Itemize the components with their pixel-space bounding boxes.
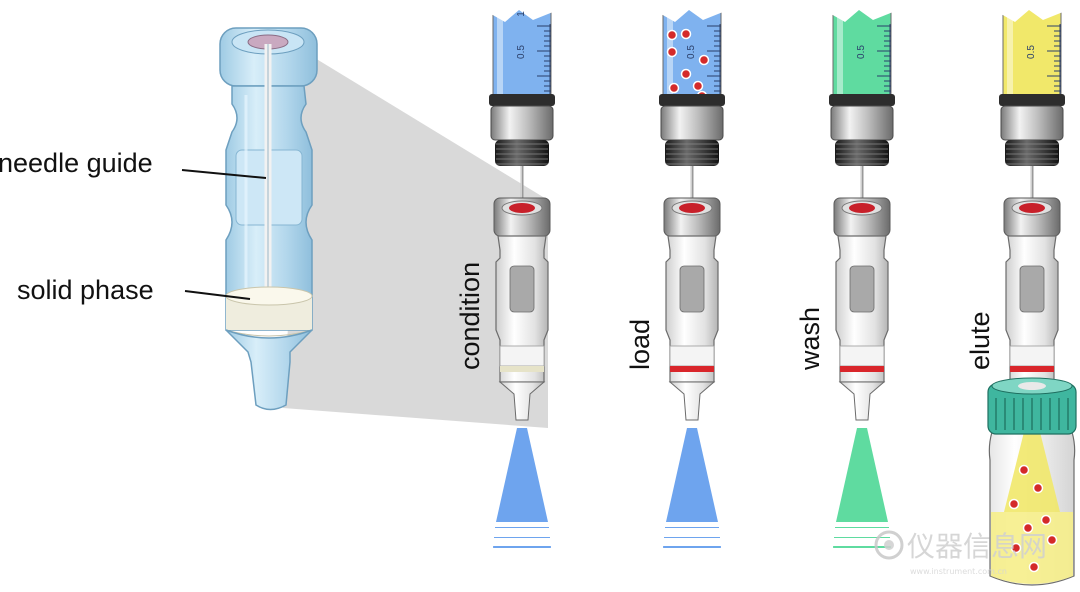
step-load: 0.5 load — [625, 0, 725, 548]
callout-solid-phase: solid phase — [17, 275, 251, 305]
step-elute: 0.5 elute — [965, 0, 1077, 586]
cartridge-window — [679, 265, 705, 313]
analyte-dot — [1046, 534, 1058, 546]
eluent-spray — [1004, 420, 1060, 512]
syringe-hub — [490, 105, 554, 141]
analyte-dot — [666, 29, 678, 41]
callout-needle-guide: needle guide — [0, 148, 267, 179]
syringe-tick-label: 0.5 — [856, 45, 867, 59]
zoom-wedge — [283, 52, 548, 428]
solid-phase-band — [670, 366, 714, 372]
analyte-dot — [680, 68, 692, 80]
analyte-dot — [1022, 522, 1034, 534]
septum-icon — [509, 203, 535, 213]
syringe-knurl — [665, 140, 719, 166]
step-label: elute — [965, 311, 995, 370]
cartridge-window — [509, 265, 535, 313]
magnified-cartridge — [219, 27, 548, 428]
eluent-spray — [836, 428, 888, 522]
syringe-ring — [659, 94, 725, 106]
spray-band — [664, 537, 720, 538]
syringe-tick-label: 0.5 — [516, 45, 527, 59]
syringe-hub — [1000, 105, 1064, 141]
spray-band — [834, 537, 890, 538]
solid-phase-label: solid phase — [17, 275, 154, 305]
syringe-knurl — [1005, 140, 1059, 166]
watermark-text: 仪器信息网 — [907, 530, 1047, 563]
spray-band — [493, 546, 551, 548]
spray-band — [833, 546, 891, 548]
syringe-liquid — [1002, 7, 1062, 105]
spray-band — [663, 546, 721, 548]
septum-icon — [679, 203, 705, 213]
step-label: wash — [795, 307, 825, 371]
cartridge-tip — [498, 381, 546, 421]
solid-phase-band — [500, 366, 544, 372]
septum-icon — [1019, 203, 1045, 213]
syringe-tick-label: 1 — [516, 11, 527, 17]
analyte-dot — [680, 28, 692, 40]
analyte-dot — [1028, 561, 1040, 573]
syringe-hub — [830, 105, 894, 141]
vial-liquid — [991, 512, 1073, 584]
step-columns: 1 0.5 condition 0.5 load 0.5 wash 0.5 elute — [455, 0, 1077, 586]
syringe-tick-label: 0.5 — [686, 45, 697, 59]
syringe-knurl — [835, 140, 889, 166]
watermark-url: www.instrument.com.cn — [910, 567, 1007, 576]
analyte-dot — [668, 82, 680, 94]
syringe-hub — [660, 105, 724, 141]
syringe-ring — [489, 94, 555, 106]
watermark-logo-icon — [874, 530, 904, 560]
solid-phase-disk — [225, 286, 313, 337]
analyte-dot — [1040, 514, 1052, 526]
analyte-dot — [1018, 464, 1030, 476]
spray-band — [835, 527, 889, 528]
analyte-dot — [666, 46, 678, 58]
analyte-dot — [1008, 498, 1020, 510]
analyte-dot — [1010, 542, 1022, 554]
watermark: 仪器信息网 www.instrument.com.cn — [874, 530, 1047, 576]
syringe-knurl — [495, 140, 549, 166]
septum-icon — [849, 203, 875, 213]
cartridge-window — [1019, 265, 1045, 313]
step-label: condition — [455, 262, 485, 370]
spray-band — [495, 527, 549, 528]
solid-phase-band — [840, 366, 884, 372]
cartridge-window — [849, 265, 875, 313]
step-label: load — [625, 319, 655, 370]
analyte-dot — [1032, 482, 1044, 494]
solid-phase-band — [1010, 366, 1054, 372]
needle-guide-label: needle guide — [0, 148, 153, 178]
eluent-spray — [496, 428, 548, 522]
cartridge-tip — [838, 381, 886, 421]
step-wash: 0.5 wash — [795, 0, 895, 548]
syringe-tick-label: 0.5 — [1026, 45, 1037, 59]
spray-band — [494, 537, 550, 538]
step-condition: 1 0.5 condition — [455, 0, 555, 548]
analyte-dot — [692, 80, 704, 92]
syringe-ring — [999, 94, 1065, 106]
analyte-dot — [698, 54, 710, 66]
eluent-spray — [666, 428, 718, 522]
cartridge-tip — [668, 381, 716, 421]
spray-band — [665, 527, 719, 528]
syringe-ring — [829, 94, 895, 106]
